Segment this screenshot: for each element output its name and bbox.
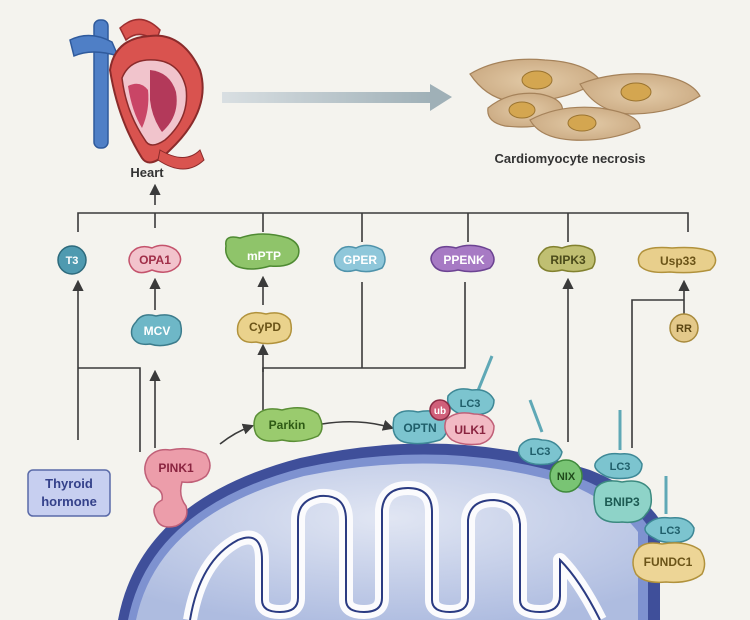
gper-label: GPER xyxy=(343,253,377,267)
autophagy-complex-optn: LC3 OPTN ULK1 ub xyxy=(392,355,495,446)
protein-opa1: OPA1 xyxy=(128,244,182,274)
heart-label: Heart xyxy=(130,165,164,180)
pink1-label: PINK1 xyxy=(158,461,194,475)
autophagy-complex-bnip3: LC3 BNIP3 xyxy=(593,410,653,524)
heart-illustration xyxy=(69,18,205,170)
cardiomyocyte-cells xyxy=(469,58,701,141)
protein-mptp: mPTP xyxy=(224,233,300,270)
parkin-label: Parkin xyxy=(269,418,306,432)
thyroid-line2: hormone xyxy=(41,494,97,509)
protein-rr: RR xyxy=(669,313,699,343)
rr-label: RR xyxy=(676,323,692,335)
autophagy-complex-fundc1: LC3 FUNDC1 xyxy=(632,476,706,584)
progression-arrow xyxy=(222,84,452,111)
thyroid-line1: Thyroid xyxy=(45,476,93,491)
protein-gper: GPER xyxy=(333,244,386,273)
protein-mcv: MCV xyxy=(130,314,183,347)
pathway-lines xyxy=(72,183,690,452)
protein-parkin: Parkin xyxy=(253,407,323,443)
mptp-label: mPTP xyxy=(247,249,281,263)
protein-pink1: PINK1 xyxy=(144,447,211,528)
bnip3-label: BNIP3 xyxy=(604,495,640,509)
protein-t3: T3 xyxy=(57,245,87,275)
lc3-label-bnip3: LC3 xyxy=(610,461,631,473)
mcv-label: MCV xyxy=(144,324,171,338)
autophagy-complex-nix: LC3 NIX xyxy=(517,399,583,493)
ulk1-label: ULK1 xyxy=(454,423,486,437)
t3-label: T3 xyxy=(66,255,79,267)
necrosis-label: Cardiomyocyte necrosis xyxy=(494,151,645,166)
usp33-label: Usp33 xyxy=(660,254,696,268)
ppenk-label: PPENK xyxy=(443,253,485,267)
lc3-label-fundc1: LC3 xyxy=(660,525,681,537)
lc3-label-nix: LC3 xyxy=(530,446,551,458)
lc3-label-optn: LC3 xyxy=(460,398,481,410)
protein-ripk3: RIPK3 xyxy=(537,244,596,273)
mitochondrion xyxy=(118,443,660,620)
thyroid-hormone-box: Thyroid hormone xyxy=(27,469,111,517)
protein-cypd: CyPD xyxy=(236,311,293,345)
protein-usp33: Usp33 xyxy=(637,246,717,274)
optn-label: OPTN xyxy=(403,421,436,435)
ripk3-label: RIPK3 xyxy=(550,253,586,267)
protein-ppenk: PPENK xyxy=(430,244,495,273)
fundc1-label: FUNDC1 xyxy=(644,555,693,569)
opa1-label: OPA1 xyxy=(139,253,171,267)
cypd-label: CyPD xyxy=(249,320,281,334)
nix-label: NIX xyxy=(557,471,576,483)
ub-label: ub xyxy=(434,406,446,417)
